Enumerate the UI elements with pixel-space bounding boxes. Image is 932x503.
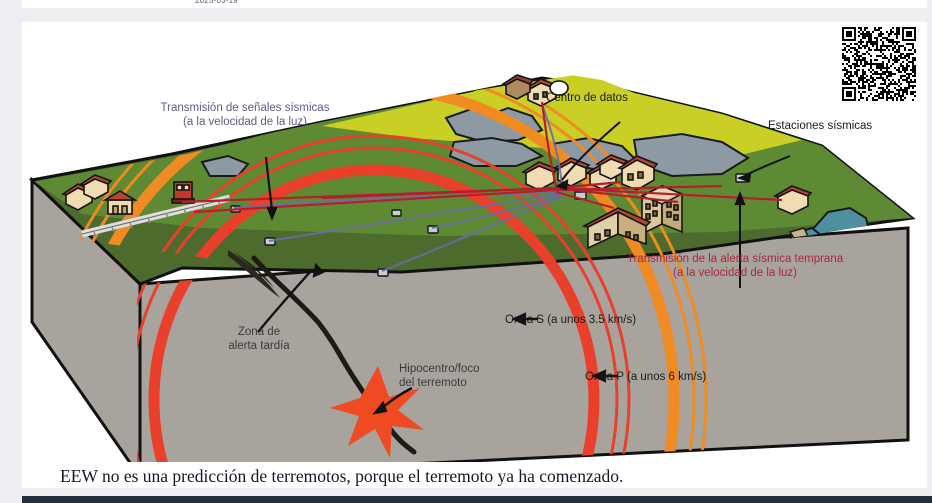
label-late-alert-zone: Zona de alerta tardía [215, 325, 303, 353]
label-late-alert-zone-line1: Zona de [237, 326, 281, 338]
label-alert-transmission: Transmisión de la alerta sísmica tempran… [620, 252, 850, 280]
label-seismic-signal-transmission: Transmisión de señales sísmicas (a la ve… [155, 101, 335, 129]
label-alert-transmission-line1: Transmisión de la alerta sísmica tempran… [626, 253, 844, 265]
label-p-wave: Onda P (a unos 6 km/s) [585, 371, 707, 383]
page-footer-bar [22, 496, 932, 503]
label-s-wave: Onda S (a unos 3.5 km/s) [505, 314, 637, 326]
label-seismic-stations: Estaciones sísmicas [768, 120, 873, 132]
page-left-rail [0, 0, 22, 503]
label-hypocenter: Hipocentro/foco del terremoto [399, 362, 509, 390]
slide-caption: EEW no es una predicción de terremotos, … [60, 466, 624, 486]
label-seismic-signal-line1: Transmisión de señales sísmicas [160, 102, 330, 114]
previous-slide-card [22, 0, 927, 8]
page-right-rail [927, 0, 932, 503]
date-stamp: 2025-03-19 [195, 0, 238, 5]
label-alert-transmission-line2: (a la velocidad de la luz) [672, 267, 797, 280]
label-hypocenter-line1: Hipocentro/foco [399, 363, 480, 375]
label-seismic-signal-line2: (a la velocidad de la luz) [182, 116, 307, 129]
eew-block-diagram [22, 22, 927, 462]
card-gap-strip [0, 8, 932, 22]
label-hypocenter-line2: del terremoto [399, 377, 467, 390]
label-late-alert-zone-line2: alerta tardía [228, 340, 290, 353]
qr-code[interactable] [840, 25, 918, 103]
label-data-center: Centro de datos [546, 92, 628, 104]
